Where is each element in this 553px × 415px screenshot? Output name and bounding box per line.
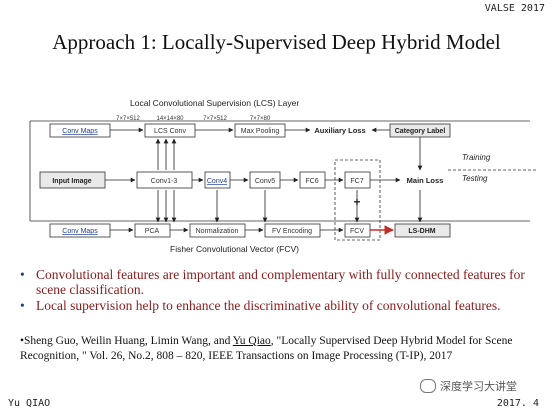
dim-label-3: 7×7×512 bbox=[203, 116, 227, 122]
footer-date: 2017. 4 bbox=[496, 398, 539, 409]
vertical-arrows-down bbox=[155, 190, 177, 223]
bullet-item: •Local supervision help to enhance the d… bbox=[20, 298, 501, 313]
max-pooling-box bbox=[234, 123, 286, 138]
pca-box bbox=[134, 223, 171, 238]
lcs-conv-box bbox=[144, 123, 196, 138]
training-label: Training bbox=[462, 153, 491, 162]
footer-author: Yu QIAO bbox=[8, 398, 51, 409]
testing-label: Testing bbox=[462, 174, 488, 183]
plus-sign: + bbox=[353, 195, 360, 209]
main-loss-text: Main Loss bbox=[407, 176, 444, 185]
normalization-text: Normalization bbox=[196, 228, 239, 235]
bullet-marker: • bbox=[20, 267, 25, 282]
category-label-text: Category Label bbox=[395, 128, 446, 135]
dim-label-4: 7×7×80 bbox=[250, 116, 271, 122]
fc-fcv-dashed-box bbox=[334, 159, 381, 241]
architecture-diagram: Local Convolutional Supervision (LCS) La… bbox=[29, 98, 538, 254]
auxiliary-loss-text: Auxiliary Loss bbox=[314, 126, 365, 135]
fc6-text: FC6 bbox=[305, 178, 318, 185]
conv5-text: Conv5 bbox=[255, 178, 275, 185]
lcs-layer-label: Local Convolutional Supervision (LCS) La… bbox=[130, 98, 299, 108]
bullet-item: •Convolutional features are important an… bbox=[20, 267, 525, 297]
bullet-marker: • bbox=[20, 298, 25, 313]
conv-maps-top-box bbox=[49, 123, 111, 138]
conv-maps-bottom-box bbox=[49, 223, 111, 238]
conv-maps-bottom-text: Conv Maps bbox=[62, 228, 98, 235]
dim-label-2: 14×14×80 bbox=[156, 116, 184, 122]
slide-title: Approach 1: Locally-Supervised Deep Hybr… bbox=[52, 30, 501, 54]
fv-encoding-box bbox=[264, 223, 321, 238]
conv1-3-text: Conv1-3 bbox=[151, 178, 178, 185]
vertical-arrows-up bbox=[155, 138, 177, 170]
fv-encoding-text: FV Encoding bbox=[272, 228, 312, 235]
bullet-list: •Convolutional features are important an… bbox=[20, 267, 540, 314]
conv-maps-top-text: Conv Maps bbox=[62, 128, 98, 135]
max-pooling-text: Max Pooling bbox=[241, 128, 280, 135]
citation: •Sheng Guo, Weilin Huang, Limin Wang, an… bbox=[20, 335, 513, 362]
ls-dhm-text: LS-DHM bbox=[408, 228, 435, 235]
conference-label: VALSE 2017 bbox=[484, 3, 545, 14]
wechat-icon bbox=[420, 379, 436, 393]
fcv-label: Fisher Convolutional Vector (FCV) bbox=[170, 244, 299, 254]
watermark: 深度学习大讲堂 bbox=[420, 378, 517, 394]
pca-text: PCA bbox=[145, 228, 160, 235]
normalization-box bbox=[189, 223, 246, 238]
fc7-text: FC7 bbox=[350, 178, 363, 185]
conv4-text: Conv4 bbox=[207, 178, 227, 185]
ls-dhm-box bbox=[394, 223, 451, 238]
fcv-text: FCV bbox=[350, 228, 364, 235]
input-image-text: Input Image bbox=[52, 178, 91, 185]
dim-label-1: 7×7×512 bbox=[116, 116, 140, 122]
lcs-conv-text: LCS Conv bbox=[154, 128, 186, 135]
